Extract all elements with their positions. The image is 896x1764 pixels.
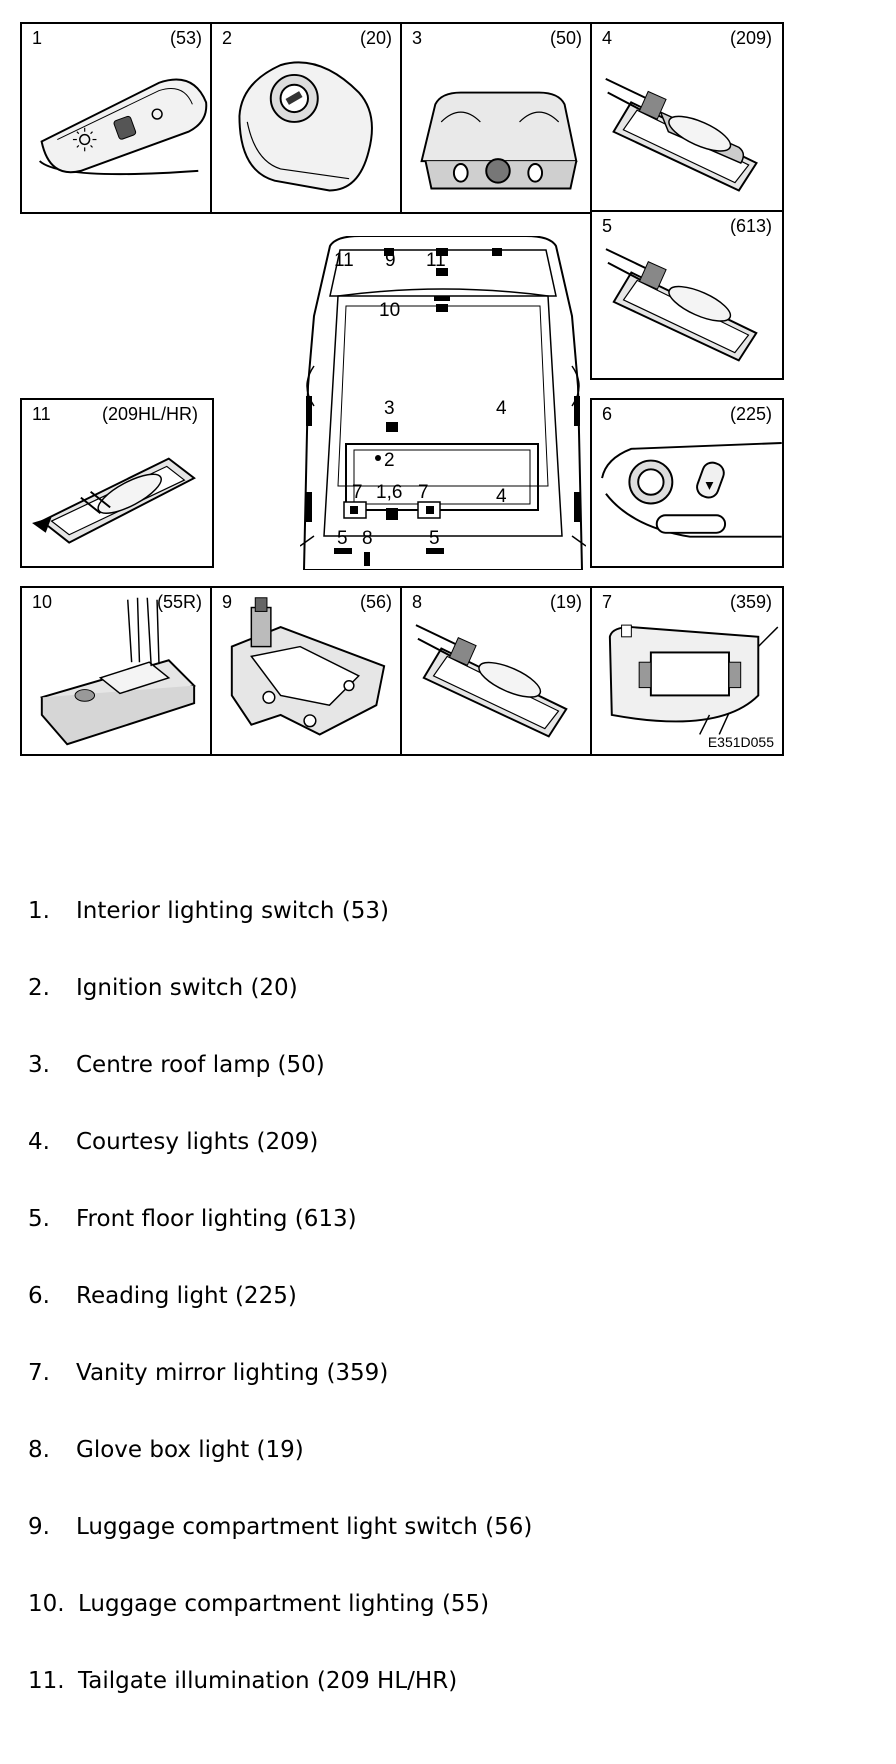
luggage-compartment-lighting-drawing xyxy=(40,597,196,746)
legend-number: 3. xyxy=(28,1052,50,1078)
legend-item: 2. Ignition switch (20) xyxy=(28,973,532,1050)
panel-part-code: (53) xyxy=(169,28,202,48)
panel-part-code: (20) xyxy=(359,28,392,48)
panel-part-code: (613) xyxy=(729,216,772,236)
legend-text: Ignition switch (20) xyxy=(76,975,298,1001)
legend-number: 7. xyxy=(28,1360,50,1386)
panel-number: 2 xyxy=(222,28,233,48)
legend-number: 6. xyxy=(28,1283,50,1309)
panel-number: 6 xyxy=(602,404,613,424)
panel-number: 10 xyxy=(32,592,53,612)
legend-item: 10. Luggage compartment lighting (55) xyxy=(28,1589,532,1666)
legend-item: 11. Tailgate illumination (209 HL/HR) xyxy=(28,1666,532,1743)
legend-number: 11. xyxy=(28,1668,65,1694)
panel-luggage-compartment-lighting: 10 (55R) xyxy=(20,586,214,756)
courtesy-light-drawing xyxy=(605,77,758,192)
car-label: 1,6 xyxy=(376,482,402,503)
legend-item: 6. Reading light (225) xyxy=(28,1281,532,1358)
panel-part-code: (56) xyxy=(359,592,392,612)
legend-number: 2. xyxy=(28,975,50,1001)
car-label: 2 xyxy=(384,450,395,471)
car-label: 9 xyxy=(385,250,396,271)
legend-number: 10. xyxy=(28,1591,65,1617)
legend-text: Luggage compartment light switch (56) xyxy=(76,1514,533,1540)
car-label: 7 xyxy=(352,482,363,503)
legend-text: Vanity mirror lighting (359) xyxy=(76,1360,389,1386)
legend-number: 5. xyxy=(28,1206,50,1232)
centre-roof-lamp-drawing xyxy=(420,91,578,190)
legend-item: 9. Luggage compartment light switch (56) xyxy=(28,1512,532,1589)
panel-part-code: (50) xyxy=(549,28,582,48)
car-label: 8 xyxy=(362,528,373,549)
panel-interior-lighting-switch: 1 (53) xyxy=(20,22,214,214)
legend-number: 8. xyxy=(28,1437,50,1463)
panel-tailgate-illumination: 11 (209HL/HR) xyxy=(20,398,214,568)
car-label: 4 xyxy=(496,398,507,419)
car-top-view-diagram: 11 9 11 10 4 4 3 2 4 4 7 1,6 7 5 8 5 xyxy=(300,236,586,570)
legend-text: Reading light (225) xyxy=(76,1283,297,1309)
panel-courtesy-light: 4 (209) xyxy=(590,22,784,214)
panel-number: 1 xyxy=(32,28,43,48)
legend-text: Front floor lighting (613) xyxy=(76,1206,357,1232)
panel-part-code: (209) xyxy=(729,28,772,48)
panel-number: 4 xyxy=(602,28,613,48)
car-label: 11 xyxy=(334,250,354,271)
tailgate-illumination-drawing xyxy=(32,457,196,544)
legend-item: 7. Vanity mirror lighting (359) xyxy=(28,1358,532,1435)
panel-part-code: (225) xyxy=(729,404,772,424)
panel-part-code: (209HL/HR) xyxy=(101,404,198,424)
car-label: 10 xyxy=(379,300,400,321)
panel-front-floor-lighting: 5 (613) xyxy=(590,210,784,380)
car-label: 3 xyxy=(384,398,395,419)
legend-text: Interior lighting switch (53) xyxy=(76,898,390,924)
car-label: 5 xyxy=(429,528,440,549)
car-label: 4 xyxy=(496,486,507,507)
legend-list: 1. Interior lighting switch (53) 2. Igniti… xyxy=(28,896,532,1743)
panel-number: 11 xyxy=(32,404,51,424)
panel-number: 3 xyxy=(412,28,423,48)
legend-number: 9. xyxy=(28,1514,50,1540)
legend-item: 4. Courtesy lights (209) xyxy=(28,1127,532,1204)
panel-number: 5 xyxy=(602,216,613,236)
panel-part-code: (55R) xyxy=(156,592,202,612)
legend-text: Tailgate illumination (209 HL/HR) xyxy=(78,1668,458,1694)
legend-item: 8. Glove box light (19) xyxy=(28,1435,532,1512)
panel-centre-roof-lamp: 3 (50) xyxy=(400,22,594,214)
panel-reading-light: 6 (225) xyxy=(590,398,784,568)
legend-text: Centre roof lamp (50) xyxy=(76,1052,325,1078)
panel-part-code: (359) xyxy=(729,592,772,612)
vanity-mirror-lighting-drawing xyxy=(608,624,779,735)
car-label: 5 xyxy=(337,528,348,549)
luggage-compartment-light-switch-drawing xyxy=(230,597,386,736)
panel-glove-box-light: 8 (19) xyxy=(400,586,594,756)
legend-item: 1. Interior lighting switch (53) xyxy=(28,896,532,973)
legend-number: 1. xyxy=(28,898,50,924)
panel-ignition-switch: 2 (20) xyxy=(210,22,404,214)
glove-box-light-drawing xyxy=(415,624,568,738)
ignition-switch-drawing xyxy=(238,61,373,192)
figure-reference: E351D055 xyxy=(707,734,774,750)
car-label: 11 xyxy=(426,250,446,271)
legend-number: 4. xyxy=(28,1129,50,1155)
front-floor-lighting-drawing xyxy=(605,248,758,362)
legend-text: Luggage compartment lighting (55) xyxy=(78,1591,490,1617)
legend-text: Glove box light (19) xyxy=(76,1437,304,1463)
legend-text: Courtesy lights (209) xyxy=(76,1129,319,1155)
panel-vanity-mirror-lighting: 7 (359) E351D055 xyxy=(590,586,784,756)
panel-number: 8 xyxy=(412,592,423,612)
interior-lighting-switch-drawing xyxy=(38,78,208,176)
panel-number: 7 xyxy=(602,592,613,612)
legend-item: 3. Centre roof lamp (50) xyxy=(28,1050,532,1127)
reading-light-drawing xyxy=(601,441,782,538)
panel-number: 9 xyxy=(222,592,233,612)
panel-luggage-compartment-light-switch: 9 (56) xyxy=(210,586,404,756)
legend-item: 5. Front floor lighting (613) xyxy=(28,1204,532,1281)
car-label: 7 xyxy=(418,482,429,503)
panel-part-code: (19) xyxy=(549,592,582,612)
